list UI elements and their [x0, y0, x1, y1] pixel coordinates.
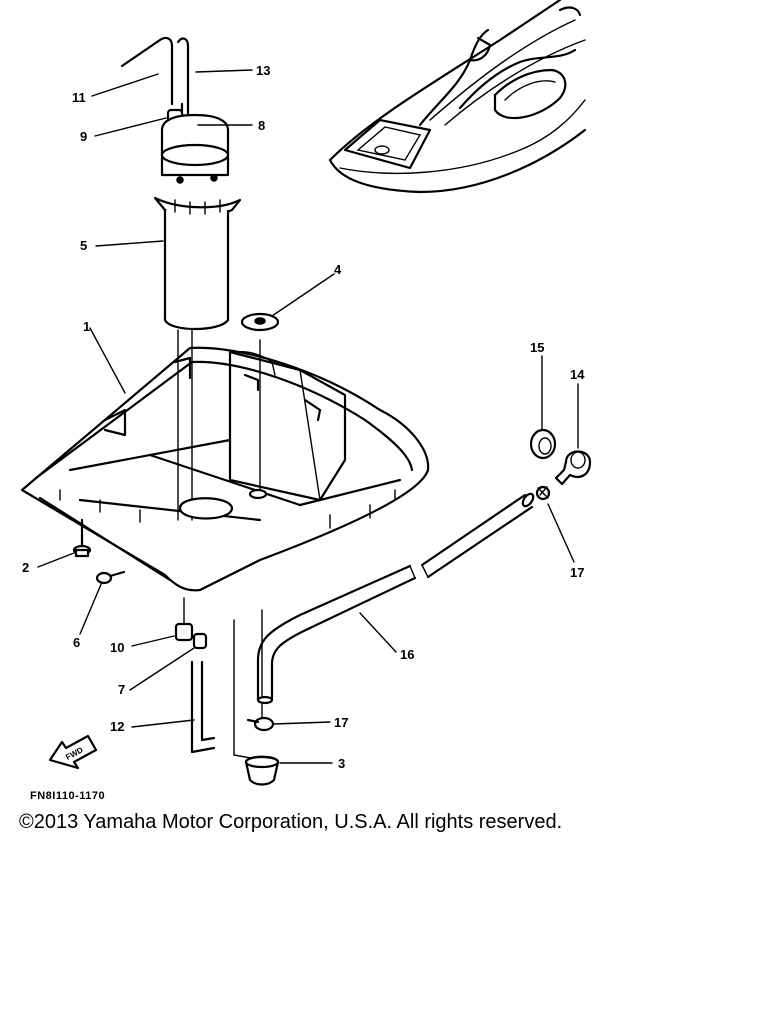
part-6-screw: [95, 570, 126, 585]
assembly-guide-lines: [177, 329, 263, 761]
callout-3: 3: [338, 756, 345, 771]
part-4-grommet: [240, 312, 280, 332]
part-16-hose: [256, 492, 535, 705]
callout-leader-lines: [37, 69, 579, 764]
callout-8: 8: [258, 118, 265, 133]
exploded-parts-diagram: 11 13 9 8 5 4 1 15 14 2 17 6 10 16 7 12 …: [20, 0, 592, 786]
callout-7: 7: [118, 682, 125, 697]
part-2-bolt: [72, 518, 92, 558]
callout-13: 13: [256, 63, 270, 78]
part-11-bent-tube: [120, 36, 190, 120]
part-17-clamp-lower: [246, 716, 275, 732]
copyright-notice: ©2013 Yamaha Motor Corporation, U.S.A. A…: [19, 811, 563, 833]
figure-code: FN8I110-1170: [30, 790, 106, 802]
callout-14: 14: [570, 367, 585, 382]
callout-11: 11: [72, 90, 86, 105]
watercraft-inset-drawing: [328, 0, 587, 194]
part-12-l-tube: [190, 660, 216, 754]
callout-5: 5: [80, 238, 87, 253]
part-10-cap: [174, 622, 194, 642]
callout-16: 16: [400, 647, 414, 662]
callout-4: 4: [334, 262, 342, 277]
part-7-cap: [192, 632, 208, 650]
callout-17: 17: [334, 715, 348, 730]
callout-17: 17: [570, 565, 584, 580]
callout-15: 15: [530, 340, 544, 355]
part-3-plug: [244, 755, 280, 786]
part-1-tray: [20, 346, 430, 592]
forward-arrow-icon: FWD: [48, 734, 98, 770]
part-15-cap: [529, 428, 557, 460]
callout-6: 6: [73, 635, 80, 650]
callout-2: 2: [22, 560, 29, 575]
callout-9: 9: [80, 129, 87, 144]
callout-12: 12: [110, 719, 124, 734]
callout-1: 1: [83, 319, 90, 334]
part-17-clamp-upper: [535, 485, 551, 501]
callout-10: 10: [110, 640, 124, 655]
part-5-filter-cartridge: [153, 113, 242, 330]
part-14-elbow-fitting: [554, 450, 592, 486]
